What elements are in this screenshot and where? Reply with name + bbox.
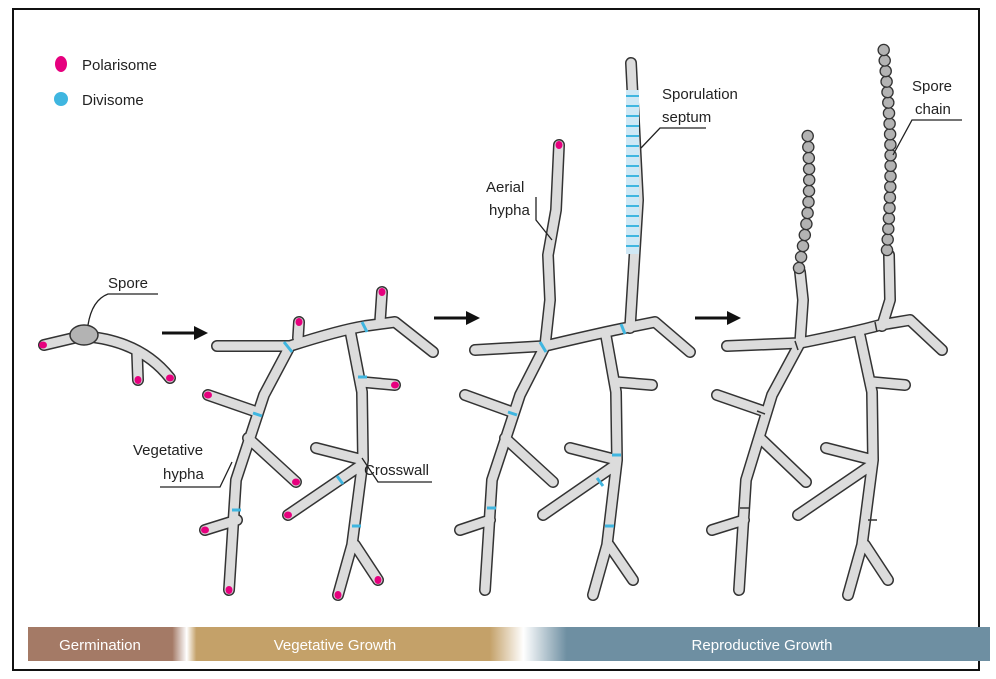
spore bbox=[803, 196, 814, 207]
spore bbox=[801, 218, 812, 229]
sporulation-septum-label-line2: septum bbox=[662, 109, 711, 126]
spore-chains bbox=[793, 44, 896, 273]
spore bbox=[885, 139, 896, 150]
germinating-spore: Spore bbox=[39, 275, 174, 384]
spore bbox=[878, 44, 889, 55]
spore-chain-stage: Spore chain bbox=[712, 44, 962, 595]
growth-timeline: Germination Vegetative Growth Reproducti… bbox=[28, 627, 990, 661]
spore-chain-label-line1: Spore bbox=[912, 78, 952, 95]
timeline-reproductive-label: Reproductive Growth bbox=[692, 637, 833, 654]
spore bbox=[885, 129, 896, 140]
polarisome-tip bbox=[135, 376, 142, 384]
spore bbox=[884, 192, 895, 203]
spore bbox=[884, 118, 895, 129]
aerial-hyphae-stage: Aerial hypha Sporulation septum bbox=[460, 63, 738, 595]
spore-body bbox=[70, 325, 98, 345]
polarisome-tip bbox=[166, 375, 174, 382]
polarisome-tip bbox=[39, 342, 47, 349]
spore bbox=[799, 229, 810, 240]
timeline-germination-label: Germination bbox=[59, 637, 141, 654]
spore bbox=[804, 163, 815, 174]
arrow-right-icon bbox=[162, 326, 208, 340]
timeline-vegetative-label: Vegetative Growth bbox=[274, 637, 397, 654]
sporulation-segment-fill bbox=[626, 90, 639, 254]
aerial-hypha-label-line2: hypha bbox=[489, 202, 531, 219]
spore bbox=[802, 130, 813, 141]
spore bbox=[883, 223, 894, 234]
arrow-right-icon bbox=[695, 311, 741, 325]
vegetative-hypha-label-line1: Vegetative bbox=[133, 442, 203, 459]
aerial-hypha-label-line1: Aerial bbox=[486, 179, 524, 196]
legend: Polarisome Divisome bbox=[54, 56, 157, 109]
spore bbox=[884, 202, 895, 213]
spore bbox=[885, 181, 896, 192]
spore bbox=[885, 160, 896, 171]
spore bbox=[803, 141, 814, 152]
spore bbox=[803, 152, 814, 163]
spore bbox=[883, 213, 894, 224]
crosswall-label: Crosswall bbox=[364, 462, 429, 479]
spore-chain-label-line2: chain bbox=[915, 101, 951, 118]
timeline-bar bbox=[28, 627, 990, 661]
spore bbox=[796, 251, 807, 262]
spore bbox=[793, 262, 804, 273]
spore bbox=[883, 108, 894, 119]
spore bbox=[879, 55, 890, 66]
spore bbox=[797, 240, 808, 251]
spore bbox=[882, 87, 893, 98]
spore bbox=[802, 207, 813, 218]
divisome-legend-dot bbox=[54, 92, 68, 106]
spore bbox=[882, 234, 893, 245]
arrow-right-icon bbox=[434, 311, 480, 325]
spore bbox=[803, 185, 814, 196]
spore bbox=[881, 76, 892, 87]
spore bbox=[881, 244, 892, 255]
spore bbox=[880, 66, 891, 77]
spore bbox=[804, 174, 815, 185]
polarisome-legend-dot bbox=[55, 56, 67, 72]
vegetative-mycelium: Vegetative hypha Crosswall bbox=[133, 288, 433, 599]
spore bbox=[885, 171, 896, 182]
polarisome-tip bbox=[556, 141, 563, 149]
spore bbox=[883, 97, 894, 108]
divisome-legend-label: Divisome bbox=[82, 92, 144, 109]
polarisome-legend-label: Polarisome bbox=[82, 57, 157, 74]
sporulation-septum-label-line1: Sporulation bbox=[662, 86, 738, 103]
spore-label: Spore bbox=[108, 275, 148, 292]
vegetative-hypha-label-line2: hypha bbox=[163, 466, 205, 483]
